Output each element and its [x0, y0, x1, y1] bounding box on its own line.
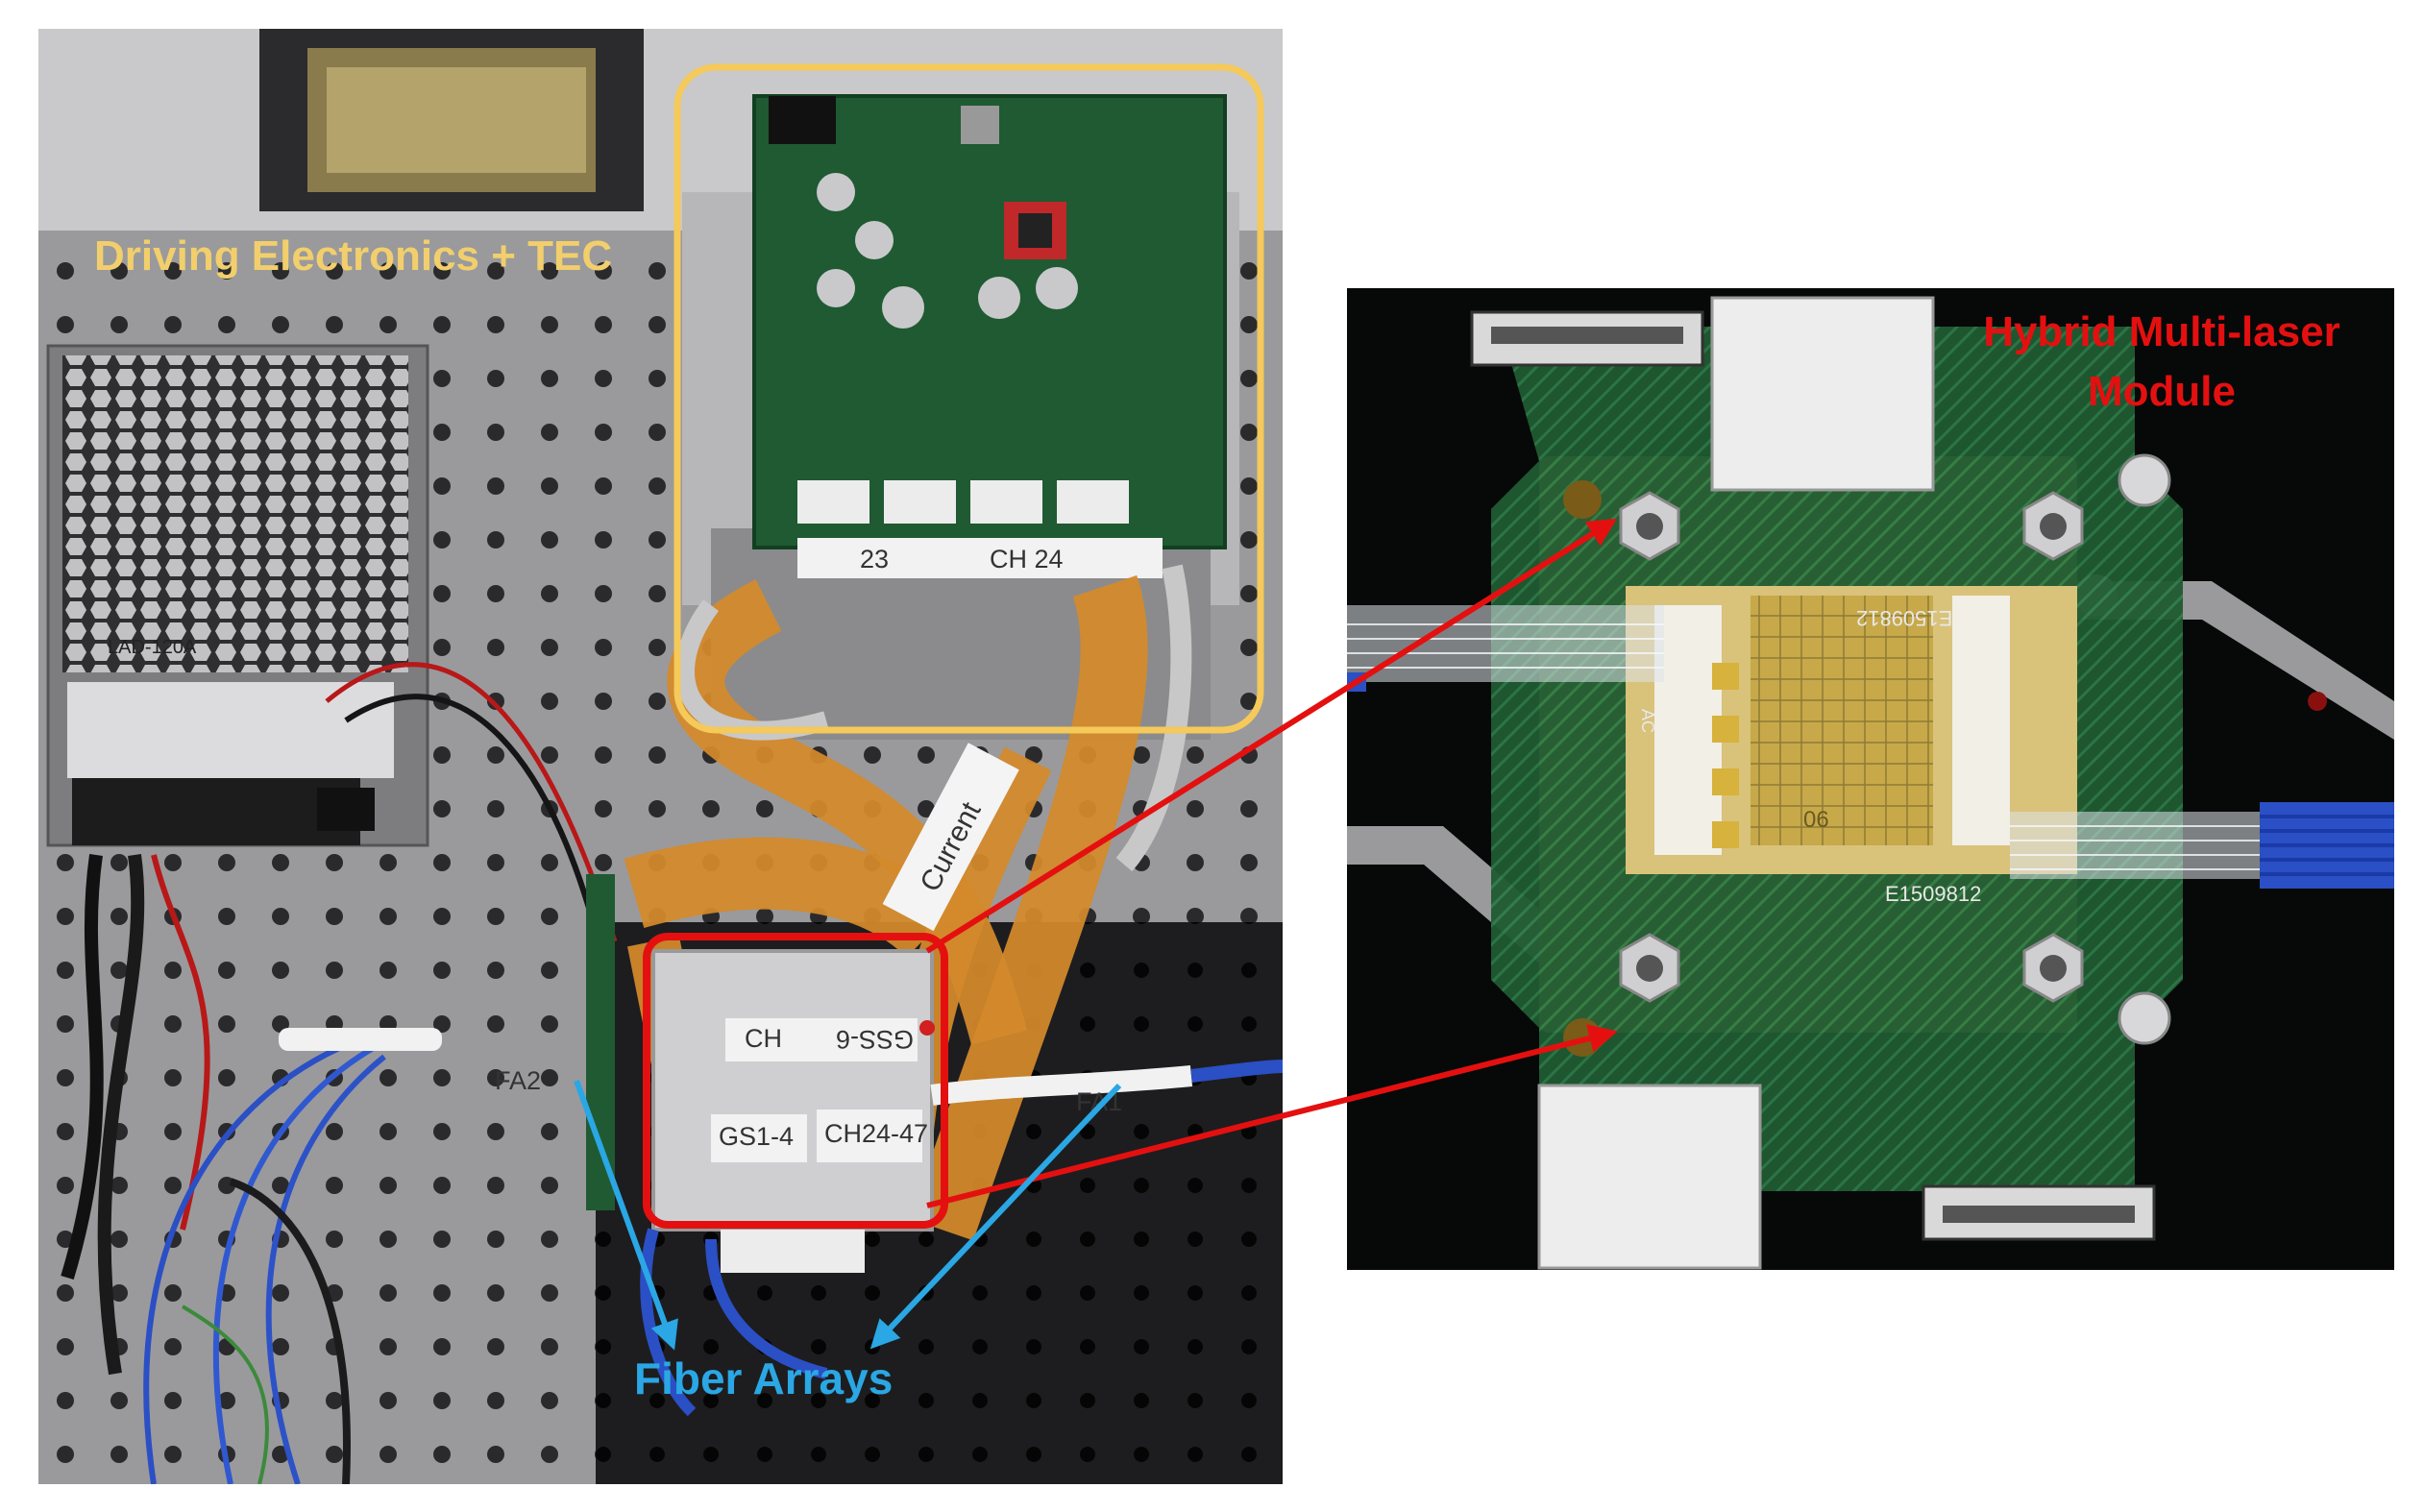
serial-label-bottom: E1509812	[1885, 882, 1982, 906]
channel-label-a: CH 24	[990, 545, 1064, 573]
fiber-arrays-caption: Fiber Arrays	[634, 1353, 894, 1403]
module-closeup-photo: E1509812 E1509812 06 AC	[1347, 288, 2394, 1270]
hybrid-module-caption: Hybrid Multi-laser Module	[1983, 308, 2340, 415]
red-arrow-bottom	[926, 1024, 1618, 1208]
power-supply-model-label: LAD-120A	[108, 637, 197, 658]
driving-electronics-caption: Driving Electronics + TEC	[94, 232, 613, 280]
chip-id-label: 06	[1803, 807, 1829, 833]
blue-arrow-left	[574, 1079, 678, 1351]
module-highlight-box	[643, 933, 948, 1229]
module-closeup-drawing	[1347, 288, 2394, 1270]
red-arrow-top	[925, 518, 1618, 954]
electronics-highlight-box	[673, 63, 1264, 734]
module-label-gs1: GS1-4	[719, 1122, 795, 1151]
module-label-ch: CH	[745, 1024, 782, 1053]
fiber-array-2-label: FA2	[495, 1066, 542, 1095]
module-label-ch24: CH24-47	[824, 1119, 929, 1148]
blue-arrow-right	[869, 1083, 1122, 1350]
channel-label-b: 23	[860, 545, 890, 573]
